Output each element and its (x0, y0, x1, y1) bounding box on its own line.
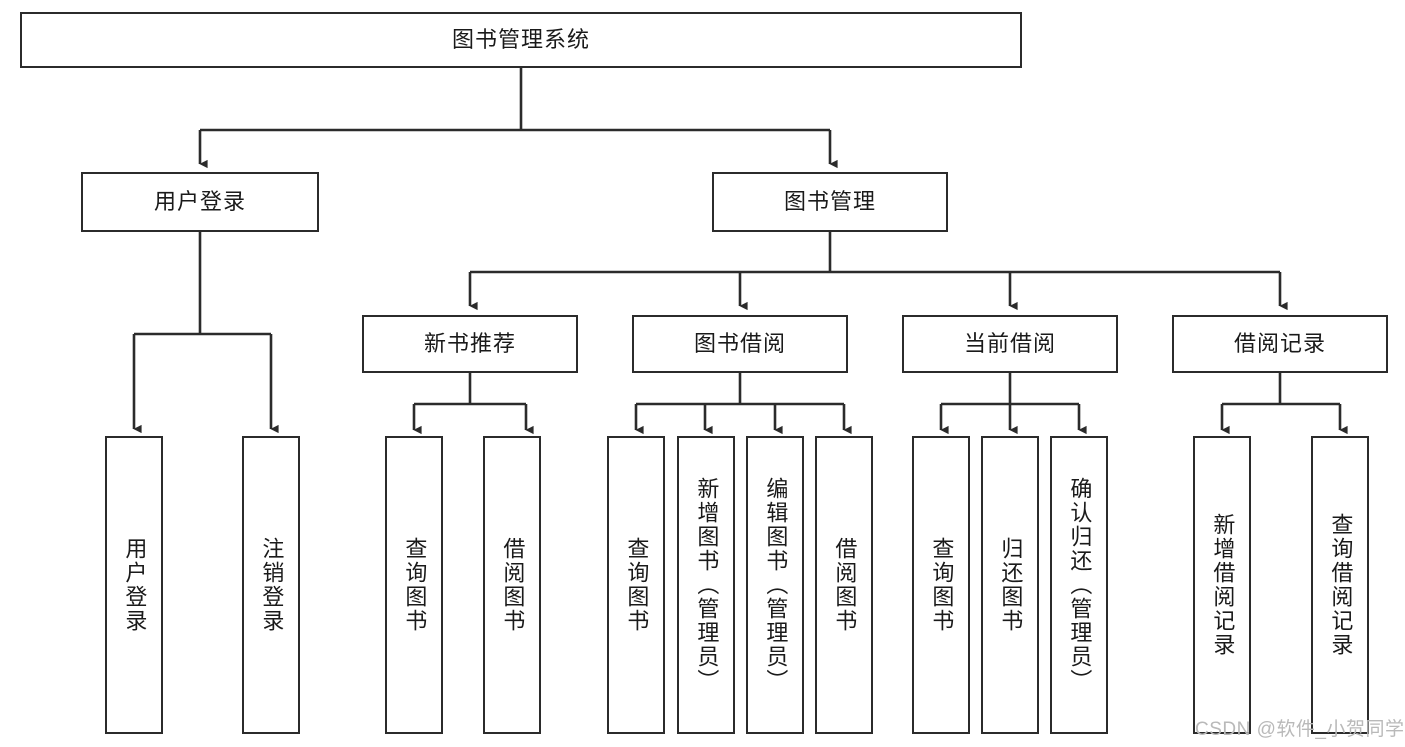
node-user-login-label: 用户登录 (153, 188, 246, 214)
node-book-borrow-label: 图书借阅 (693, 330, 786, 356)
node-new-book-recommend[interactable]: 新书推荐 (362, 315, 578, 373)
node-leaf-return-book-label: 归还图书 (998, 537, 1024, 633)
node-leaf-user-login[interactable]: 用户登录 (105, 436, 163, 734)
node-leaf-query-book-recommend[interactable]: 查询图书 (385, 436, 443, 734)
node-leaf-query-book-borrow[interactable]: 查询图书 (607, 436, 665, 734)
node-leaf-return-book[interactable]: 归还图书 (981, 436, 1039, 734)
csdn-watermark: CSDN @软件_小贺同学 (1195, 719, 1405, 740)
node-leaf-borrow-book-recommend-label: 借阅图书 (500, 537, 526, 633)
node-root-label: 图书管理系统 (451, 26, 590, 52)
node-book-management[interactable]: 图书管理 (712, 172, 948, 232)
node-new-book-recommend-label: 新书推荐 (423, 330, 516, 356)
node-leaf-logout[interactable]: 注销登录 (242, 436, 300, 734)
node-leaf-edit-book-admin[interactable]: 编辑图书（管理员） (746, 436, 804, 734)
node-book-borrow[interactable]: 图书借阅 (632, 315, 848, 373)
node-leaf-borrow-book-label: 借阅图书 (832, 537, 858, 633)
node-leaf-logout-label: 注销登录 (259, 537, 285, 633)
node-leaf-confirm-return-admin-label: 确认归还（管理员） (1067, 477, 1093, 693)
node-book-management-label: 图书管理 (783, 188, 876, 214)
node-borrow-record-label: 借阅记录 (1233, 330, 1326, 356)
node-leaf-user-login-label: 用户登录 (122, 537, 148, 633)
node-leaf-borrow-book-recommend[interactable]: 借阅图书 (483, 436, 541, 734)
node-leaf-query-book-current[interactable]: 查询图书 (912, 436, 970, 734)
node-leaf-confirm-return-admin[interactable]: 确认归还（管理员） (1050, 436, 1108, 734)
node-current-borrow[interactable]: 当前借阅 (902, 315, 1118, 373)
node-leaf-query-book-recommend-label: 查询图书 (402, 537, 428, 633)
node-leaf-query-book-borrow-label: 查询图书 (624, 537, 650, 633)
node-leaf-add-borrow-record-label: 新增借阅记录 (1210, 513, 1236, 657)
node-leaf-add-borrow-record[interactable]: 新增借阅记录 (1193, 436, 1251, 734)
node-leaf-add-book-admin[interactable]: 新增图书（管理员） (677, 436, 735, 734)
node-root-book-management-system[interactable]: 图书管理系统 (20, 12, 1022, 68)
node-leaf-add-book-admin-label: 新增图书（管理员） (694, 477, 720, 693)
node-leaf-query-book-current-label: 查询图书 (929, 537, 955, 633)
node-leaf-query-borrow-record-label: 查询借阅记录 (1328, 513, 1354, 657)
node-current-borrow-label: 当前借阅 (963, 330, 1056, 356)
node-leaf-edit-book-admin-label: 编辑图书（管理员） (763, 477, 789, 693)
node-borrow-record[interactable]: 借阅记录 (1172, 315, 1388, 373)
node-user-login[interactable]: 用户登录 (81, 172, 319, 232)
node-leaf-borrow-book[interactable]: 借阅图书 (815, 436, 873, 734)
node-leaf-query-borrow-record[interactable]: 查询借阅记录 (1311, 436, 1369, 734)
